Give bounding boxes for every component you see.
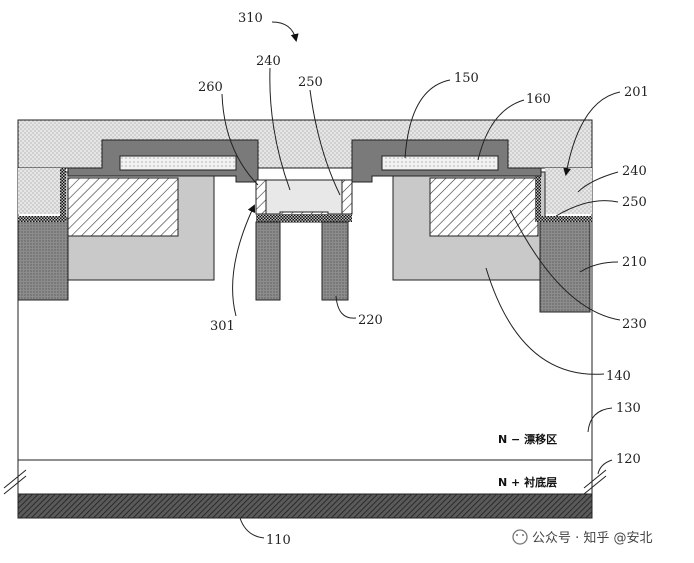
label-130: 130 — [616, 401, 641, 416]
leader-150 — [404, 79, 451, 159]
trench-right-spacer — [341, 179, 353, 215]
leader-110 — [239, 517, 265, 539]
watermark-text: 公众号 · 知乎 @安北 — [532, 530, 653, 546]
left-surface-oxide — [18, 168, 62, 214]
leader-140 — [485, 267, 605, 375]
label-230: 230 — [622, 317, 647, 332]
leader-240b — [577, 171, 619, 193]
trench-bottom-liner — [256, 214, 352, 222]
label-140: 140 — [606, 369, 631, 384]
label-301: 301 — [210, 319, 235, 334]
leader-301 — [232, 204, 256, 317]
leader-130 — [587, 407, 613, 433]
leader-220 — [335, 295, 357, 319]
leader-260 — [221, 93, 259, 186]
right-break-marks — [583, 469, 607, 495]
leader-250a — [309, 89, 341, 196]
leader-210 — [579, 261, 619, 273]
n-plus-substrate — [17, 459, 593, 495]
leader-250b — [555, 200, 619, 217]
right-gate-electrode — [381, 155, 499, 171]
right-trench-pillar — [321, 221, 349, 301]
substrate-region-label: N + 衬底层 — [498, 475, 557, 489]
label-240-top: 240 — [256, 54, 281, 69]
left-gate-electrode — [119, 155, 237, 171]
label-240-right: 240 — [622, 164, 647, 179]
leader-201 — [563, 91, 621, 176]
label-160: 160 — [526, 92, 551, 107]
left-break-marks — [3, 469, 27, 495]
label-250-right: 250 — [622, 195, 647, 210]
left-deep-column — [17, 217, 69, 301]
watermark: 公众号 · 知乎 @安北 — [512, 529, 653, 546]
label-250-top: 250 — [298, 75, 323, 90]
left-contact-liner — [18, 168, 66, 222]
back-metal-layer — [17, 493, 593, 519]
label-110: 110 — [266, 533, 291, 548]
label-220: 220 — [358, 313, 383, 328]
drift-region-label: N − 漂移区 — [498, 432, 557, 446]
right-deep-column — [539, 217, 591, 313]
right-source-implant — [429, 177, 539, 237]
label-260: 260 — [198, 80, 223, 95]
label-310: 310 — [238, 11, 263, 26]
label-201: 201 — [624, 85, 649, 100]
leader-240a — [269, 67, 291, 191]
left-trench-pillar — [255, 221, 281, 301]
wechat-icon — [512, 529, 528, 545]
left-source-implant — [67, 177, 179, 237]
leader-310 — [271, 21, 299, 42]
leader-230 — [509, 209, 621, 321]
label-150: 150 — [454, 71, 479, 86]
label-120: 120 — [616, 452, 641, 467]
label-210: 210 — [622, 255, 647, 270]
trench-oxide-fill — [265, 179, 343, 215]
leader-160 — [477, 99, 525, 161]
right-surface-oxide — [545, 168, 592, 214]
leader-120 — [597, 459, 613, 475]
